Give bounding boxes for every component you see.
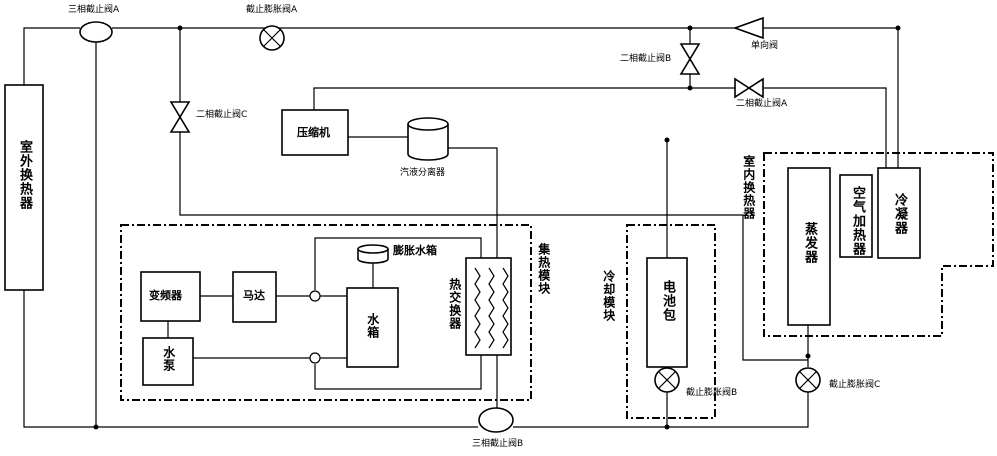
inverter-label: 变频器	[149, 289, 182, 302]
evaporator-label: 蒸发器	[801, 222, 817, 264]
crossover-bumps	[309, 290, 321, 364]
two-way-c-label: 二相截止阀C	[196, 110, 248, 120]
three-way-b-label: 三相截止阀B	[472, 439, 524, 449]
exp-valve-c-label: 截止膨胀阀C	[829, 380, 881, 390]
motor-label: 马达	[243, 289, 265, 302]
condenser	[877, 167, 921, 259]
water-tank	[346, 287, 399, 368]
battery-label: 电池包	[659, 280, 675, 322]
exp-valve-b-label: 截止膨胀阀B	[686, 388, 738, 398]
cooling-module-label: 冷却模块	[601, 270, 616, 322]
heat-collection-module-boundary	[120, 224, 532, 401]
compressor-label: 压缩机	[297, 126, 330, 139]
expansion-valve-b-icon	[654, 367, 680, 393]
three-way-valve-b	[478, 407, 514, 433]
three-way-valve-a	[79, 21, 113, 43]
expansion-tank	[357, 244, 389, 264]
battery-pack	[646, 257, 688, 368]
gas-liquid-separator	[407, 117, 449, 161]
expansion-valve-c-icon	[795, 367, 821, 393]
water-tank-label: 水箱	[365, 313, 380, 339]
three-way-a-label: 三相截止阀A	[68, 5, 120, 15]
check-valve-icon	[732, 16, 764, 40]
two-way-b-label: 二相截止阀B	[620, 54, 672, 64]
inverter	[140, 271, 201, 322]
heat-exchanger	[465, 257, 512, 356]
heat-exchanger-label: 热交换器	[447, 278, 462, 330]
two-way-valve-c-icon	[169, 101, 191, 133]
outdoor-hx-label: 室外换热器	[16, 140, 32, 210]
water-pump-label: 水泵	[161, 346, 176, 372]
condenser-label: 冷凝器	[891, 193, 907, 235]
motor	[232, 271, 277, 323]
exp-valve-a-label: 截止膨胀阀A	[246, 5, 298, 15]
expansion-valve-a-icon	[259, 25, 285, 51]
water-pump	[142, 337, 194, 386]
air-heater-label: 空气加热器	[849, 186, 865, 256]
two-way-valve-a-icon	[734, 77, 764, 99]
junctions	[93, 25, 901, 430]
heat-module-label: 集热模块	[536, 243, 551, 295]
indoor-hx-label: 室内换热器	[741, 155, 756, 220]
separator-label: 汽液分离器	[400, 168, 446, 178]
expansion-tank-label: 膨胀水箱	[393, 244, 437, 257]
compressor	[281, 109, 349, 156]
evaporator	[787, 167, 831, 326]
two-way-valve-b-icon	[679, 43, 701, 75]
indoor-unit-boundary	[763, 152, 994, 337]
cooling-module-boundary	[626, 224, 716, 419]
check-valve-label: 单向阀	[751, 41, 779, 51]
two-way-a-label: 二相截止阀A	[736, 99, 788, 109]
air-heater	[839, 174, 873, 258]
outdoor-heat-exchanger	[4, 84, 44, 291]
